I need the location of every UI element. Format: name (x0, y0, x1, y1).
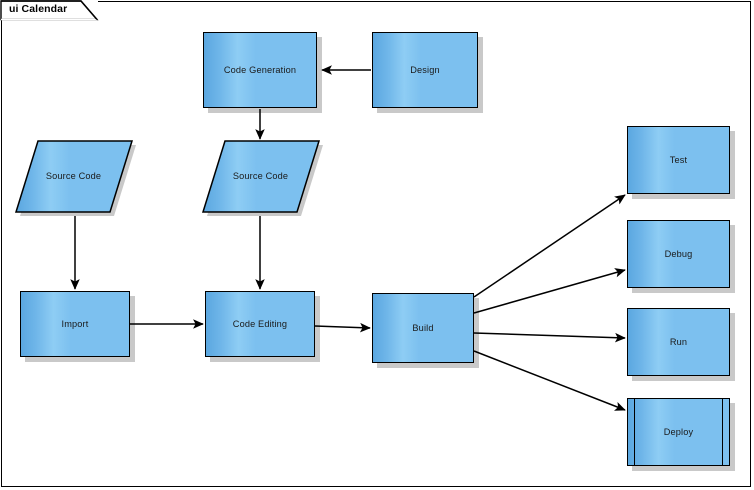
node-code-generation[interactable]: Code Generation (203, 32, 317, 108)
node-label: Deploy (663, 426, 694, 437)
tab-label: ui Calendar (9, 3, 68, 15)
node-label: Build (412, 322, 434, 333)
node-label: Debug (664, 248, 693, 259)
node-label: Design (410, 64, 440, 75)
node-test[interactable]: Test (627, 126, 730, 194)
node-debug[interactable]: Debug (627, 220, 730, 288)
node-label: Test (669, 154, 688, 165)
node-import[interactable]: Import (20, 291, 130, 357)
node-label: Run (669, 336, 688, 347)
node-label: Import (61, 318, 89, 329)
node-run[interactable]: Run (627, 308, 730, 376)
parallelogram-shape-icon (201, 140, 323, 216)
parallelogram-shape-icon (14, 140, 136, 216)
tab-shape-icon (0, 0, 99, 21)
predefined-process-bar-right-icon (722, 399, 723, 465)
node-label: Code Generation (223, 64, 297, 75)
node-source-code-2[interactable]: Source Code (201, 140, 323, 216)
node-design[interactable]: Design (372, 32, 478, 108)
node-build[interactable]: Build (372, 293, 474, 363)
diagram-tab[interactable]: ui Calendar (0, 0, 99, 21)
node-deploy[interactable]: Deploy (627, 398, 730, 466)
node-code-editing[interactable]: Code Editing (205, 291, 315, 357)
node-label: Code Editing (232, 318, 288, 329)
node-source-code-1[interactable]: Source Code (14, 140, 136, 216)
predefined-process-bar-left-icon (634, 399, 635, 465)
